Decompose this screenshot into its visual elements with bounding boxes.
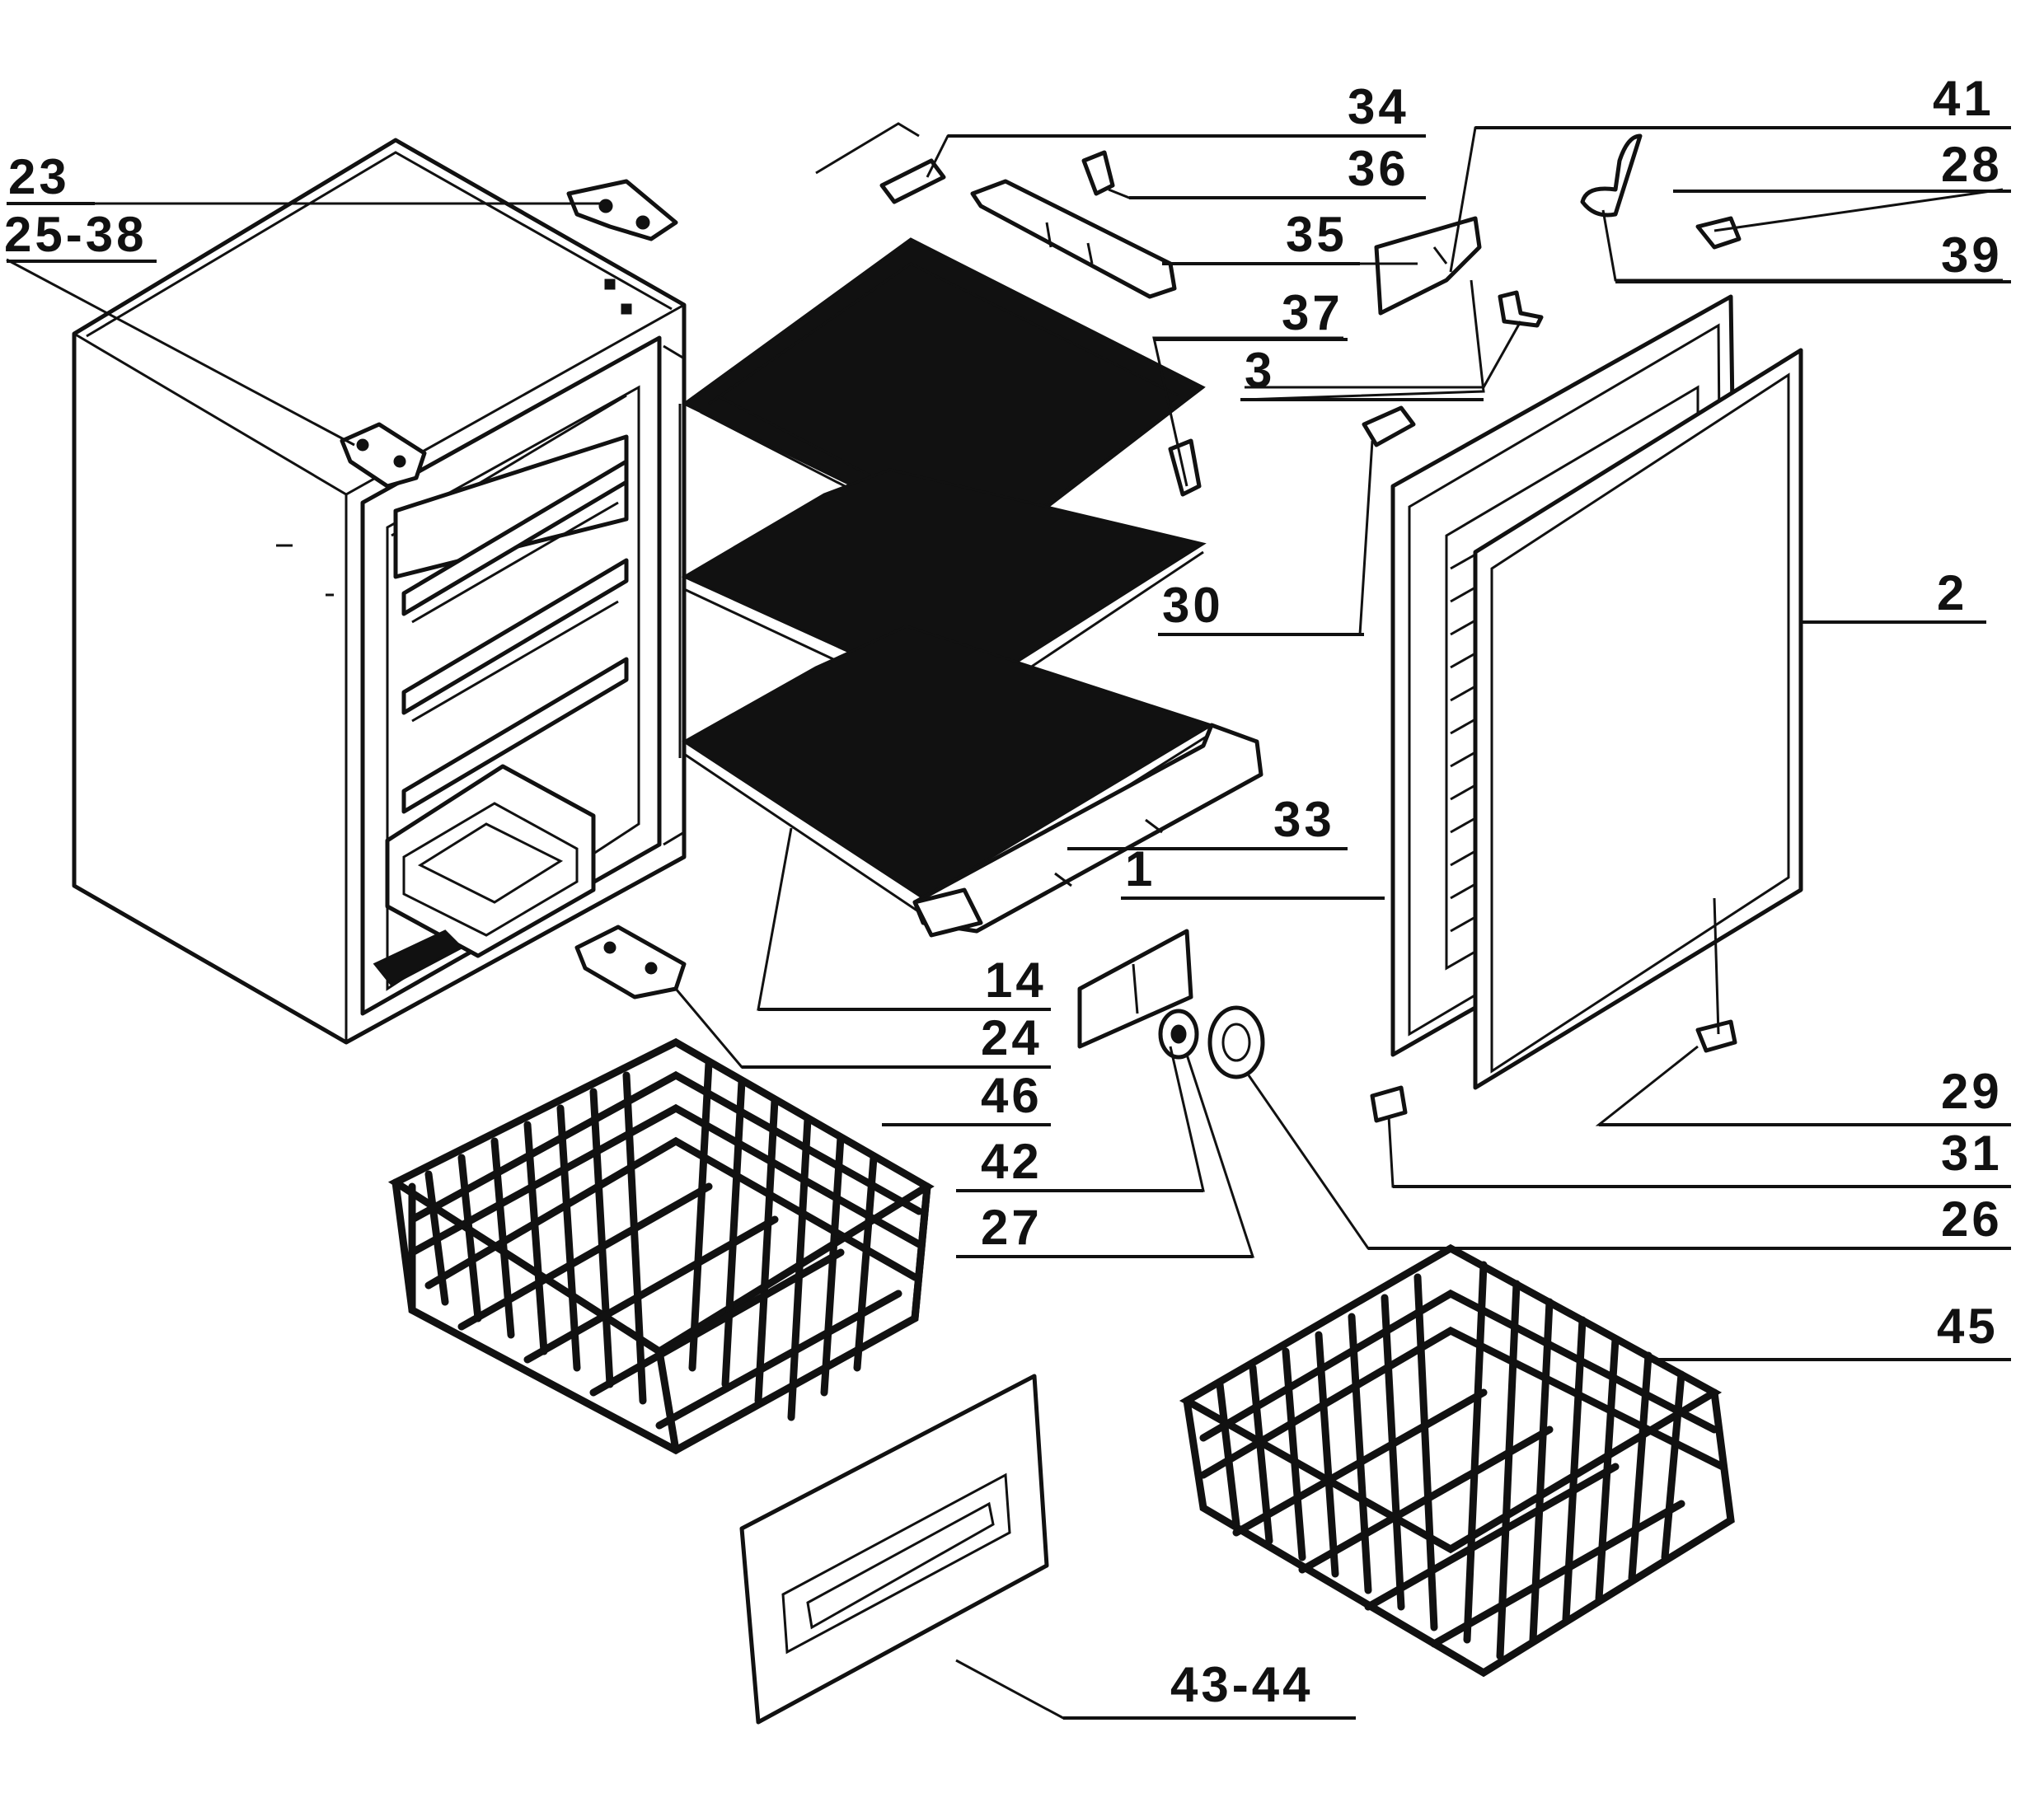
part-31 bbox=[1370, 1085, 1408, 1123]
label-41: 41 bbox=[1933, 71, 1995, 126]
part-27-ring bbox=[1158, 1009, 1199, 1060]
label-37: 37 bbox=[1282, 285, 1343, 340]
label-28: 28 bbox=[1941, 137, 2003, 192]
part-42-bracket bbox=[1077, 929, 1193, 1049]
part-30 bbox=[1362, 405, 1416, 447]
label-2: 2 bbox=[1937, 565, 1967, 620]
door-gasket bbox=[1473, 348, 1803, 1090]
part-36 bbox=[1081, 150, 1115, 196]
part-34 bbox=[815, 122, 946, 204]
part-26-knob bbox=[1207, 1005, 1265, 1079]
label-26: 26 bbox=[1941, 1191, 2003, 1247]
label-34: 34 bbox=[1348, 79, 1409, 134]
label-31: 31 bbox=[1941, 1126, 2003, 1181]
cabinet-top-hinge bbox=[566, 179, 678, 315]
callout-labels: 23 25-38 34 36 35 37 3 41 28 39 2 30 33 … bbox=[4, 71, 2011, 1720]
part-37 bbox=[1168, 438, 1202, 497]
part-41 bbox=[1374, 216, 1482, 316]
label-30: 30 bbox=[1162, 578, 1224, 633]
lower-hinge bbox=[574, 925, 687, 999]
part-39 bbox=[1580, 133, 1643, 218]
label-33: 33 bbox=[1273, 792, 1335, 847]
cabinet-middle-hinge bbox=[340, 422, 427, 489]
label-43-44: 43-44 bbox=[1170, 1657, 1313, 1712]
door-handle-bar bbox=[912, 723, 1263, 938]
label-29: 29 bbox=[1941, 1064, 2003, 1119]
part-3 bbox=[1498, 290, 1544, 328]
label-24: 24 bbox=[981, 1010, 1043, 1065]
label-3: 3 bbox=[1245, 343, 1275, 398]
front-panel bbox=[739, 1374, 1049, 1725]
label-14: 14 bbox=[985, 953, 1047, 1008]
label-42: 42 bbox=[981, 1134, 1043, 1189]
basket-right bbox=[1179, 1243, 1735, 1678]
label-35: 35 bbox=[1286, 207, 1348, 262]
label-39: 39 bbox=[1941, 227, 2003, 283]
label-1: 1 bbox=[1125, 841, 1156, 896]
label-46: 46 bbox=[981, 1068, 1043, 1123]
label-36: 36 bbox=[1348, 141, 1409, 196]
label-25-38: 25-38 bbox=[4, 207, 147, 262]
label-27: 27 bbox=[981, 1200, 1043, 1255]
label-45: 45 bbox=[1937, 1299, 1999, 1354]
part-29 bbox=[1695, 1019, 1737, 1053]
cabinet bbox=[72, 138, 687, 1045]
part-35 bbox=[970, 179, 1177, 299]
part-28 bbox=[1695, 216, 1742, 250]
basket-left bbox=[387, 1037, 935, 1455]
label-23: 23 bbox=[8, 149, 70, 204]
